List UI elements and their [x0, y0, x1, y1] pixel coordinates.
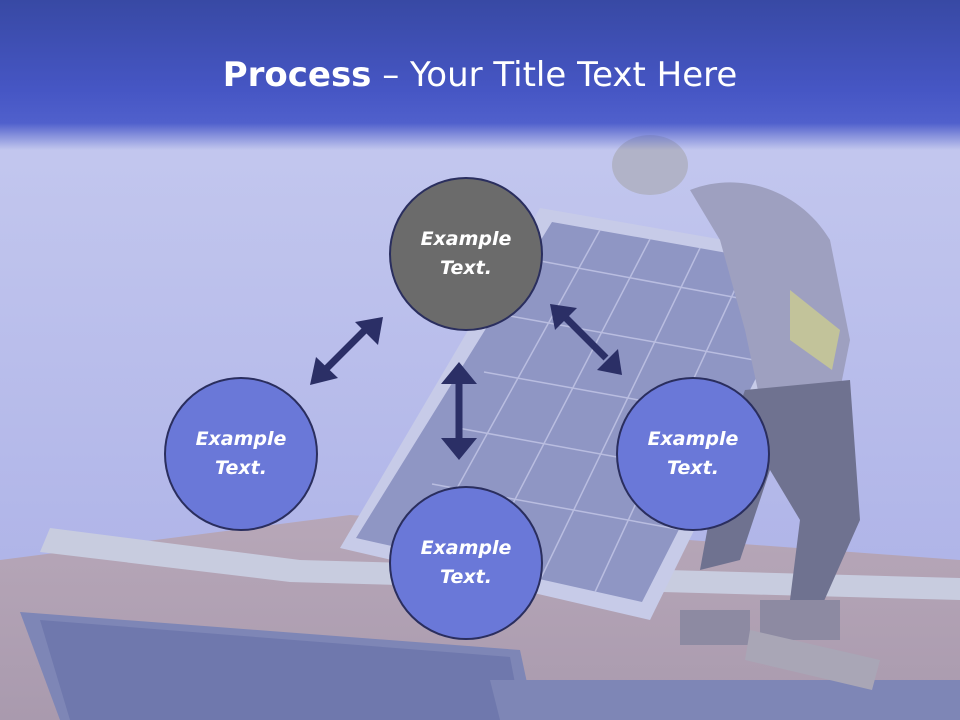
- node-line-2: Text.: [667, 457, 719, 479]
- slide-title: Process – Your Title Text Here: [0, 50, 960, 100]
- node-line-2: Text.: [440, 566, 492, 588]
- node-line-1: Example: [647, 428, 739, 450]
- double-arrow-vertical: [441, 362, 477, 460]
- node-line-2: Text.: [215, 457, 267, 479]
- node-line-1: Example: [420, 228, 512, 250]
- node-line-1: Example: [420, 537, 512, 559]
- title-bar: [0, 0, 960, 150]
- title-bold: Process: [222, 55, 372, 95]
- double-arrow-top-right: [550, 304, 622, 375]
- title-rest: – Your Title Text Here: [371, 55, 738, 95]
- node-line-2: Text.: [440, 257, 492, 279]
- double-arrow-top-left: [310, 317, 383, 385]
- node-line-1: Example: [195, 428, 287, 450]
